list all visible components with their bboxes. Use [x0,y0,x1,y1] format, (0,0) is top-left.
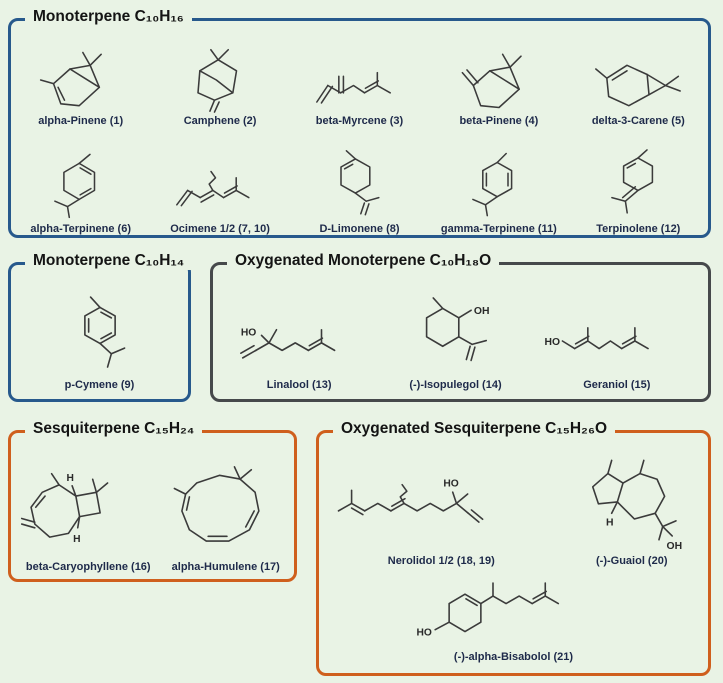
group-title-monoterpene-c10h16: Monoterpene C₁₀H₁₆ [25,8,192,26]
isopulegol-structure: OH [426,297,490,362]
guaiol-structure: H OH [591,459,682,552]
ho-atom-label: HO [444,479,459,490]
oh-atom-label: OH [474,306,490,317]
compound-bisabolol: HO (-)-alpha-Bisabolol (21) [409,573,619,663]
ho-atom-label: HO [416,627,431,638]
compound-label: Nerolidol 1/2 (18, 19) [387,555,495,567]
compound-label: beta-Myrcene (3) [315,115,404,127]
compound-isopulegol: OH (-)-Isopulegol (14) [384,289,526,391]
compound-label: (-)-Isopulegol (14) [409,379,502,391]
compound-beta-pinene: beta-Pinene (4) [429,29,568,127]
compound-label: Terpinolene (12) [596,223,681,235]
compound-label: beta-Caryophyllene (16) [25,561,151,573]
ocimene-structure [176,170,250,207]
compound-label: alpha-Pinene (1) [38,115,124,127]
compound-delta-3-carene: delta-3-Carene (5) [569,29,708,127]
alpha-humulene-structure [173,466,260,542]
group-oxygenated-monoterpene: Oxygenated Monoterpene C₁₀H₁₈O HO Linalo… [210,252,711,402]
compound-label: p-Cymene (9) [64,379,135,391]
compound-label: (-)-alpha-Bisabolol (21) [453,651,574,663]
compound-terpinolene: Terpinolene (12) [569,135,708,235]
h-atom-label: H [606,518,614,529]
group-sesquiterpene: Sesquiterpene C₁₅H₂₄ H H beta-Caryophyll… [8,420,297,582]
compound-label: alpha-Humulene (17) [171,561,280,573]
camphene-structure [197,48,238,113]
compound-camphene: Camphene (2) [150,29,289,127]
compound-linalool: HO Linalool (13) [224,305,374,391]
beta-pinene-structure [461,53,522,109]
group-title-sesquiterpene: Sesquiterpene C₁₅H₂₄ [25,420,203,438]
terpinolene-structure [611,149,654,214]
compound-row-2: alpha-Terpinene (6) Ocimene 1/2 (7, 10) [11,127,708,235]
compound-label: Ocimene 1/2 (7, 10) [170,223,270,235]
ho-atom-label: HO [241,327,256,338]
beta-caryophyllene-structure: H H [21,472,109,545]
compound-beta-myrcene: beta-Myrcene (3) [290,29,429,127]
linalool-structure: HO [240,327,336,359]
compound-alpha-pinene: alpha-Pinene (1) [11,29,150,127]
group-oxygenated-sesquiterpene: Oxygenated Sesquiterpene C₁₅H₂₆O HO Nero… [316,420,711,676]
compound-label: delta-3-Carene (5) [591,115,685,127]
bisabolol-structure: HO [416,582,559,638]
compound-alpha-humulene: alpha-Humulene (17) [165,463,287,573]
delta-3-carene-structure [595,64,682,107]
nerolidol-structure: HO [337,479,484,523]
geraniol-structure: HO [544,327,649,350]
compound-label: D-Limonene (8) [319,223,400,235]
compound-geraniol: HO Geraniol (15) [537,305,697,391]
ho-atom-label: HO [544,337,560,348]
oh-atom-label: OH [666,541,682,552]
compound-label: Camphene (2) [183,115,257,127]
compound-label: beta-Pinene (4) [459,115,539,127]
gamma-terpinene-structure [472,152,513,217]
compound-label: (-)-Guaiol (20) [596,555,668,567]
compound-label: Linalool (13) [266,379,332,391]
d-limonene-structure [340,150,381,216]
compound-p-cymene: p-Cymene (9) [48,289,152,391]
alpha-terpinene-structure [53,153,95,219]
p-cymene-structure [83,296,125,368]
group-title-monoterpene-c10h14: Monoterpene C₁₀H₁₄ [25,252,193,270]
alpha-pinene-structure [39,51,102,107]
compound-gamma-terpinene: gamma-Terpinene (11) [429,135,568,235]
group-title-oxygenated-monoterpene: Oxygenated Monoterpene C₁₀H₁₈O [227,252,500,270]
compound-guaiol: H OH (-)-Guaiol (20) [568,449,696,567]
group-monoterpene-c10h14: Monoterpene C₁₀H₁₄ p-Cymene (9) [8,252,193,402]
compound-label: gamma-Terpinene (11) [440,223,557,235]
compound-ocimene: Ocimene 1/2 (7, 10) [150,135,289,235]
compound-alpha-terpinene: alpha-Terpinene (6) [11,135,150,235]
group-monoterpene-c10h16: Monoterpene C₁₀H₁₆ alpha-Pinene (1) [8,8,711,238]
compound-label: alpha-Terpinene (6) [30,223,132,235]
compound-row-1: alpha-Pinene (1) Camphene (2) [11,21,708,127]
compound-nerolidol: HO Nerolidol 1/2 (18, 19) [331,465,551,567]
compound-beta-caryophyllene: H H beta-Caryophyllene (16) [18,463,158,573]
compound-label: Geraniol (15) [583,379,651,391]
group-title-oxygenated-sesquiterpene: Oxygenated Sesquiterpene C₁₅H₂₆O [333,420,616,438]
compound-d-limonene: D-Limonene (8) [290,135,429,235]
beta-myrcene-structure [316,71,392,104]
h-atom-label: H [67,473,74,484]
h-atom-label: H [73,534,80,545]
